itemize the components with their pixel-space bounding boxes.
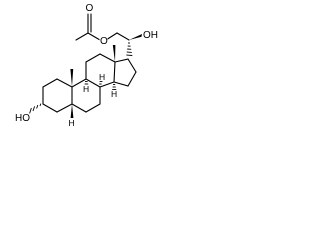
chemical-structure: O O OH HO H H H H <box>15 3 158 128</box>
atom-h-c5: H <box>69 118 75 128</box>
hash-c8-h <box>99 81 103 85</box>
wedge-c13-methyl <box>112 45 116 62</box>
ring-a <box>42 78 73 113</box>
atom-h-c14: H <box>111 89 117 99</box>
bond-carbonyl-ester-o <box>87 32 101 41</box>
atom-oh-c20: OH <box>143 30 158 41</box>
atom-h-c8: H <box>99 72 105 82</box>
atom-o-carbonyl: O <box>86 3 94 14</box>
bond-methyl-carbonyl <box>75 32 89 41</box>
bond-ch2-c20 <box>116 32 130 41</box>
atom-h-c9: H <box>83 84 89 94</box>
atom-o-ester: O <box>100 36 108 47</box>
hash-c14-h <box>112 84 117 90</box>
acetyl-group <box>75 13 130 41</box>
ring-c <box>85 53 116 88</box>
hash-c3-oh <box>29 103 42 114</box>
ring-d <box>113 58 137 87</box>
wedge-c10-methyl <box>70 69 74 87</box>
wedge-c20-oh <box>129 34 142 40</box>
atom-ho-c3: HO <box>15 113 30 124</box>
hash-c9-h <box>84 81 89 85</box>
ring-b <box>71 78 101 113</box>
hash-c20-c17 <box>126 42 133 56</box>
wedge-c5-h <box>70 104 74 118</box>
bond-ester-o-ch2 <box>105 32 118 41</box>
